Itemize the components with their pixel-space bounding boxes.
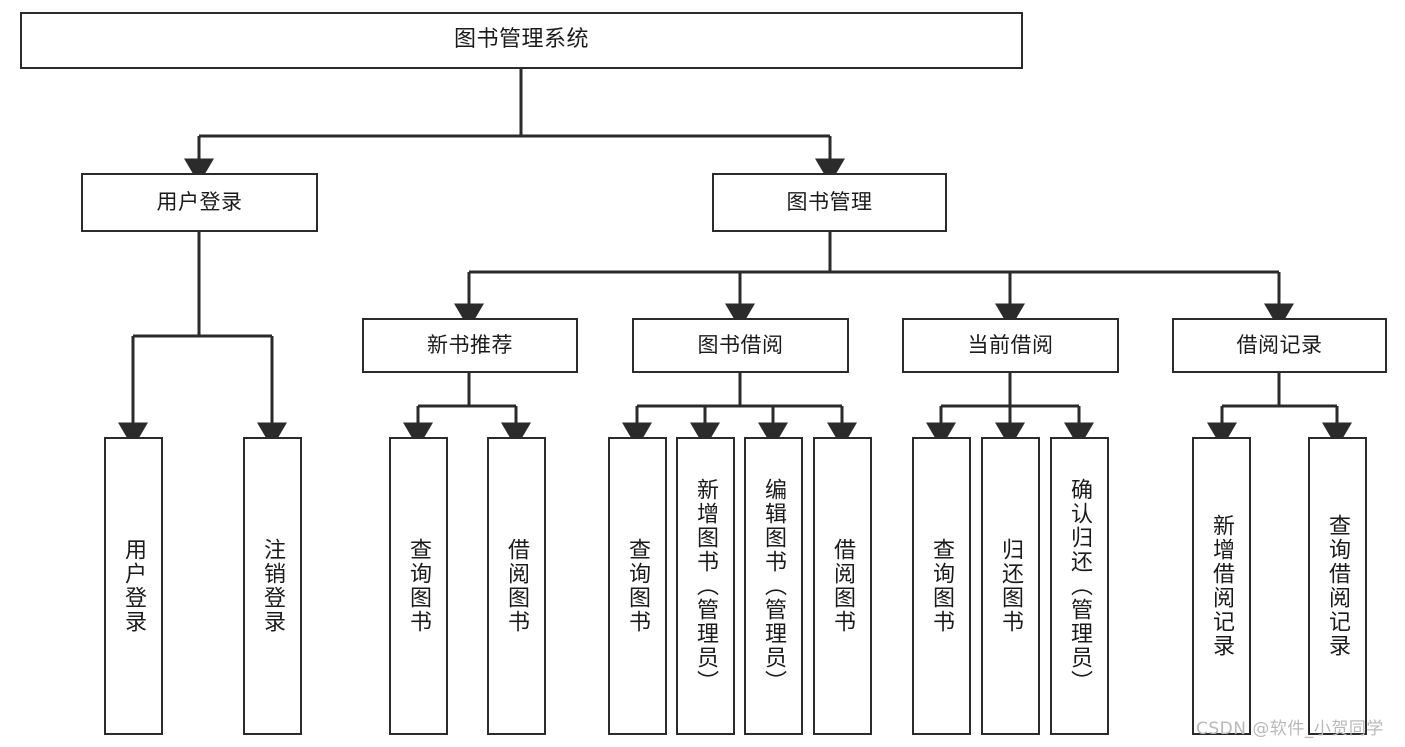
node-label: 用户登录 xyxy=(121,538,147,634)
node-user-login[interactable]: 用户登录 xyxy=(81,173,318,232)
node-label: 查询借阅记录 xyxy=(1325,514,1351,658)
node-leaf-return-book[interactable]: 归还图书 xyxy=(981,437,1040,735)
node-leaf-query-book-current[interactable]: 查询图书 xyxy=(912,437,971,735)
node-label: 查询图书 xyxy=(406,538,432,634)
node-label: 图书管理系统 xyxy=(453,27,589,53)
node-label: 编辑图书（管理员） xyxy=(761,478,787,694)
node-root-system[interactable]: 图书管理系统 xyxy=(20,12,1023,69)
node-label: 归还图书 xyxy=(998,538,1024,634)
node-leaf-query-book-borrow[interactable]: 查询图书 xyxy=(608,437,667,735)
node-label: 注销登录 xyxy=(260,538,286,634)
node-label: 查询图书 xyxy=(929,538,955,634)
node-book-borrow[interactable]: 图书借阅 xyxy=(632,318,849,373)
node-borrow-record[interactable]: 借阅记录 xyxy=(1172,318,1387,373)
node-leaf-add-borrow-record[interactable]: 新增借阅记录 xyxy=(1192,437,1251,735)
node-leaf-confirm-return[interactable]: 确认归还（管理员） xyxy=(1050,437,1109,735)
node-leaf-query-book-rec[interactable]: 查询图书 xyxy=(389,437,448,735)
node-label: 图书借阅 xyxy=(697,333,784,358)
node-label: 当前借阅 xyxy=(967,333,1054,358)
node-label: 新增图书（管理员） xyxy=(693,478,719,694)
node-current-borrow[interactable]: 当前借阅 xyxy=(902,318,1119,373)
node-leaf-borrow-book-rec[interactable]: 借阅图书 xyxy=(487,437,546,735)
node-leaf-logout[interactable]: 注销登录 xyxy=(243,437,302,735)
node-leaf-add-book[interactable]: 新增图书（管理员） xyxy=(676,437,735,735)
node-label: 用户登录 xyxy=(156,190,243,215)
node-leaf-user-login[interactable]: 用户登录 xyxy=(104,437,163,735)
node-label: 借阅图书 xyxy=(504,538,530,634)
node-label: 新增借阅记录 xyxy=(1209,514,1235,658)
node-leaf-borrow-book[interactable]: 借阅图书 xyxy=(813,437,872,735)
node-label: 新书推荐 xyxy=(427,333,513,358)
csdn-watermark: CSDN @软件_小贺同学 xyxy=(1196,719,1384,739)
node-label: 查询图书 xyxy=(625,538,651,634)
node-label: 图书管理 xyxy=(786,190,873,215)
node-label: 借阅图书 xyxy=(830,538,856,634)
node-book-manage[interactable]: 图书管理 xyxy=(712,173,947,232)
node-leaf-edit-book[interactable]: 编辑图书（管理员） xyxy=(744,437,803,735)
node-label: 借阅记录 xyxy=(1236,333,1323,358)
node-label: 确认归还（管理员） xyxy=(1067,478,1093,694)
node-new-book-recommend[interactable]: 新书推荐 xyxy=(362,318,578,373)
node-leaf-query-borrow-record[interactable]: 查询借阅记录 xyxy=(1308,437,1367,735)
